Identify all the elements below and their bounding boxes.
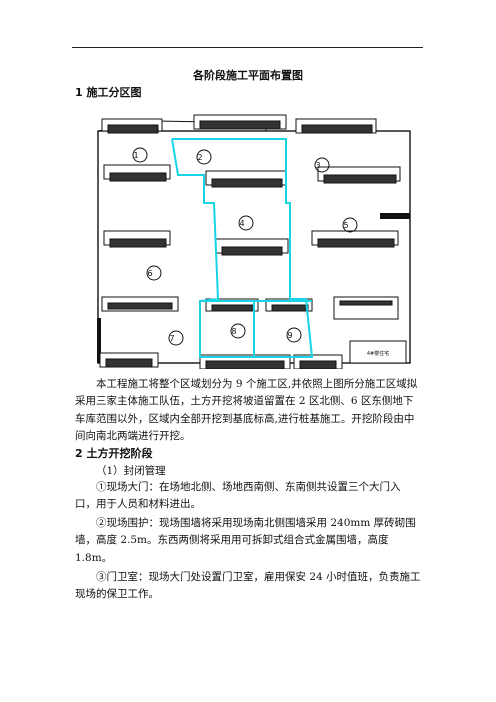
zone-labels: 1 2 3 4 5 6 7 8 9 — [133, 151, 348, 343]
zone-markers — [132, 147, 358, 346]
zone-label: 9 — [287, 331, 292, 340]
header-rule — [72, 47, 423, 48]
building-tag: 4#楼住宅 — [367, 350, 389, 357]
paragraph-gates: ①现场大门：在场地北侧、场地西南侧、东南侧共设置三个大门入口，用于人员和材料进出… — [75, 481, 401, 511]
zone-label: 5 — [343, 221, 348, 230]
zone-label: 2 — [197, 153, 202, 162]
zone-label: 6 — [147, 269, 152, 278]
paragraph-guardroom: ③门卫室：现场大门处设置门卫室，雇用保安 24 小时值班，负责施工现场的保卫工作… — [75, 571, 421, 601]
zone-label: 8 — [231, 327, 236, 336]
zone-label: 3 — [315, 161, 320, 170]
west-gate-mark — [97, 318, 101, 363]
building-row-top — [101, 114, 377, 134]
paragraph-zones: 本工程施工将整个区域划分为 9 个施工区,并依照上图所分施工区域拟采用三家主体施… — [75, 378, 418, 443]
building-row-3 — [103, 230, 399, 256]
zone-label: 4 — [239, 219, 244, 228]
zone-label: 1 — [133, 151, 138, 160]
site-zone-plan: 1 2 3 4 5 6 7 8 9 4#楼住宅 — [97, 114, 411, 369]
page-title: 各阶段施工平面布置图 — [193, 69, 303, 82]
building-row-2 — [103, 164, 401, 188]
paragraph-walls: ②现场围护：现场围墙将采用现场南北侧围墙采用 240mm 厚砖砌围墙，高度 2.… — [75, 517, 416, 564]
section-heading-2: 2 土方开挖阶段 — [75, 447, 153, 460]
zone-label: 7 — [169, 334, 174, 343]
subheading-closed-management: （1）封闭管理 — [96, 465, 166, 477]
zone-boundaries — [171, 138, 314, 358]
east-wall-mark — [380, 213, 410, 219]
building-row-bottom — [99, 340, 407, 369]
section-heading-1: 1 施工分区图 — [75, 86, 142, 99]
